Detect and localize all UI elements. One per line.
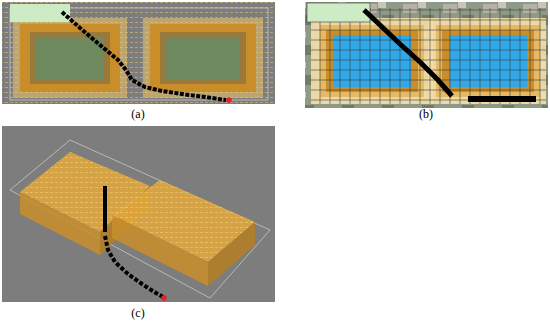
- panel-label: (a): [131, 107, 144, 122]
- panel-label: (b): [419, 107, 433, 122]
- panel-c: [2, 126, 275, 302]
- panel-b: [305, 2, 548, 108]
- panel-label: (c): [131, 306, 144, 321]
- panel-a: [2, 2, 275, 104]
